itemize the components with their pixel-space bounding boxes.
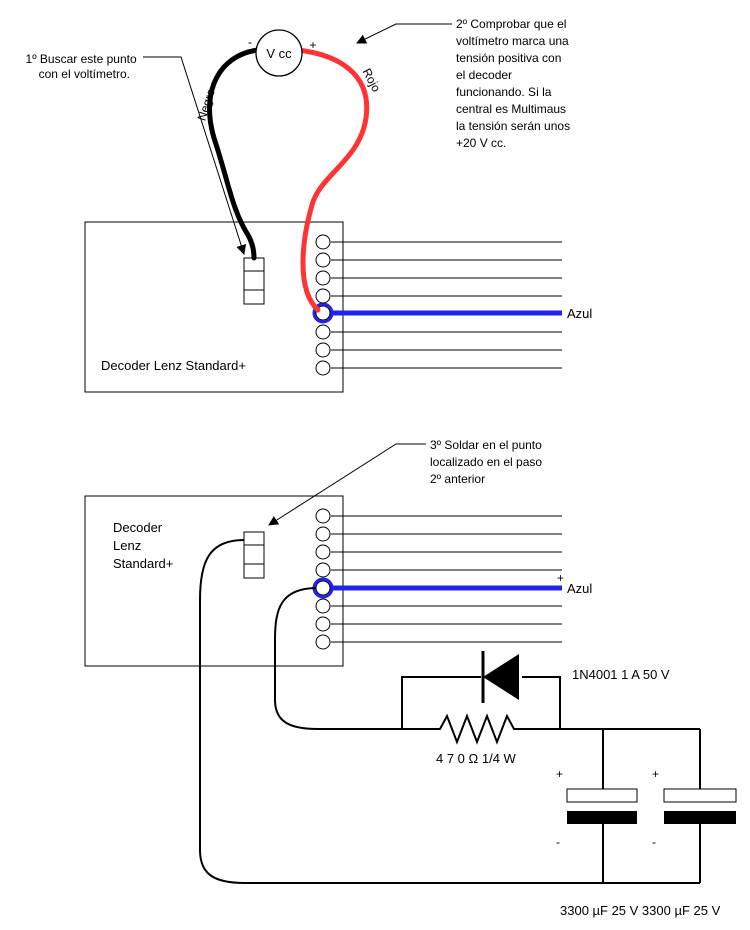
step2-note: 2º Comprobar que el voltímetro marca una… <box>456 17 573 150</box>
resistor-symbol <box>402 713 560 745</box>
step2-note-line: tensión positiva con <box>456 51 561 65</box>
diode-branch <box>401 676 561 729</box>
step1-note: 1º Buscar este punto con el voltímetro. <box>26 52 140 81</box>
voltmeter-label: V cc <box>266 46 292 61</box>
bottom-diagram: 3º Soldar en el punto localizado en el p… <box>84 438 737 918</box>
bottom-decoder-label-line: Decoder <box>113 520 163 535</box>
black-wire-label: Negro <box>194 87 218 123</box>
step2-leader <box>356 23 452 44</box>
top-diagram: V cc - + Negro Rojo 1º Buscar este punto… <box>26 17 592 393</box>
step3-leader <box>268 443 426 526</box>
step3-note-line: localizado en el paso <box>430 455 542 469</box>
voltmeter-minus: - <box>248 35 252 49</box>
cap1-plus: + <box>556 767 563 781</box>
voltmeter-plus: + <box>309 38 316 52</box>
bottom-decoder-label-line: Standard+ <box>113 556 173 571</box>
capacitors-label: 3300 µF 25 V 3300 µF 25 V <box>560 903 721 918</box>
voltmeter-body <box>255 29 303 77</box>
red-probe-wire <box>295 47 370 313</box>
bottom-output-wires <box>331 515 562 643</box>
step2-note-line: 2º Comprobar que el <box>456 17 566 31</box>
cap1-minus: - <box>556 835 560 849</box>
step2-note-line: voltímetro marca una <box>456 34 569 48</box>
top-pin-column <box>315 234 331 376</box>
bottom-pin-column <box>315 508 331 650</box>
resistor-label: 4 7 0 Ω 1/4 W <box>436 751 517 766</box>
top-solder-pad <box>243 257 265 305</box>
bottom-blue-wire-plus: + <box>557 571 564 585</box>
step3-note: 3º Soldar en el punto localizado en el p… <box>430 438 545 486</box>
bottom-solder-pad <box>243 531 265 579</box>
cap2-minus: - <box>652 835 656 849</box>
top-decoder-label: Decoder Lenz Standard+ <box>101 358 246 373</box>
step2-note-line: la tensión serán unos <box>456 119 570 133</box>
capacitor-1: + - <box>556 729 638 883</box>
top-output-wires <box>331 241 562 369</box>
step3-note-line: 2º anterior <box>430 472 485 486</box>
top-blue-pin-highlight <box>312 302 334 324</box>
step2-note-line: el decoder <box>456 68 512 82</box>
bottom-decoder-label-line: Lenz <box>113 538 141 553</box>
bottom-decoder-box <box>84 495 344 667</box>
top-blue-wire-label: Azul <box>567 306 592 321</box>
step1-note-line: 1º Buscar este punto <box>26 52 137 66</box>
top-decoder-box <box>84 221 344 393</box>
capacitor-2: + - <box>652 729 737 883</box>
cap2-plus: + <box>652 767 659 781</box>
positive-feed-wire <box>274 587 402 730</box>
bottom-decoder-label: Decoder Lenz Standard+ <box>113 520 173 571</box>
diode-symbol <box>481 651 519 703</box>
step2-note-line: central es Multimaus <box>456 102 566 116</box>
black-probe-wire <box>207 47 261 261</box>
voltmeter: V cc - + <box>248 29 317 77</box>
step3-note-line: 3º Soldar en el punto <box>430 438 542 452</box>
diode-label: 1N4001 1 A 50 V <box>572 667 670 682</box>
step1-leader <box>143 56 247 255</box>
negative-return-wire <box>199 539 700 884</box>
step1-note-line: con el voltímetro. <box>39 67 130 81</box>
bottom-blue-wire-label: Azul <box>567 581 592 596</box>
step2-note-line: +20 V cc. <box>456 136 506 150</box>
step2-note-line: funcionando. Si la <box>456 85 552 99</box>
